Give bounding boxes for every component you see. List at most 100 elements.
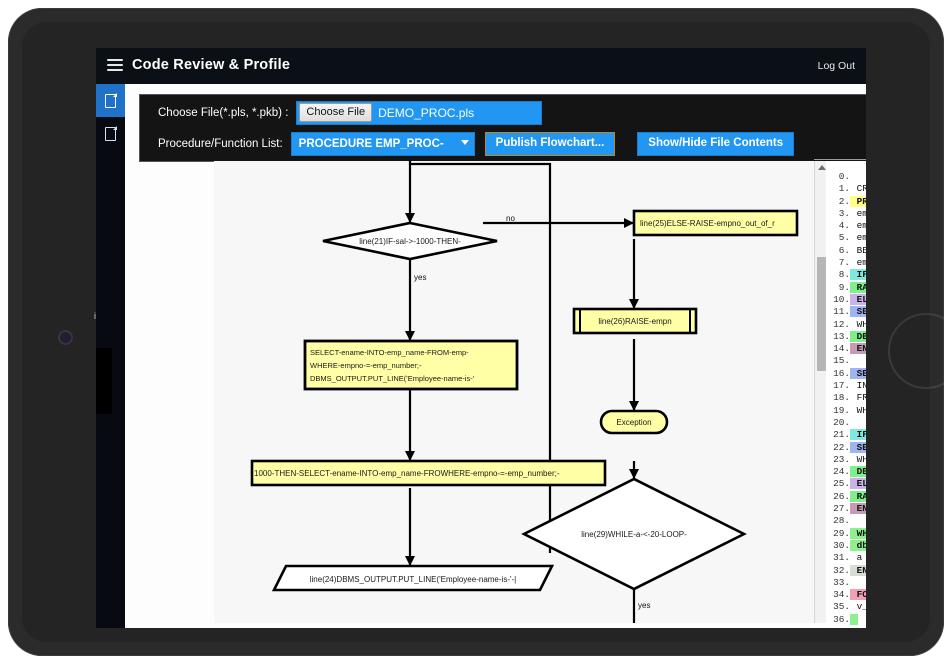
flowchart-node-select-block[interactable]: SELECT-ename-INTO-emp_name-FROM-emp- WHE… bbox=[303, 339, 519, 391]
decision-if-label: line(21)IF-sal->-1000-THEN- bbox=[359, 237, 461, 246]
code-line: 36. bbox=[826, 613, 866, 626]
exception-label: Exception bbox=[616, 418, 651, 427]
flowchart-canvas[interactable]: line(21)IF-sal->-1000-THEN- no yes line(… bbox=[214, 161, 826, 623]
flowchart-node-exception[interactable]: Exception bbox=[599, 409, 669, 435]
code-line: 32. END LOOP; bbox=[826, 564, 866, 577]
flowchart-node-decision-if[interactable]: line(21)IF-sal->-1000-THEN- bbox=[322, 221, 498, 261]
flowchart-node-output[interactable]: line(24)DBMS_OUTPUT.PUT_LINE('Employee-n… bbox=[271, 564, 555, 592]
code-line-number: 20. bbox=[833, 416, 850, 428]
publish-flowchart-button[interactable]: Publish Flowchart... bbox=[484, 131, 616, 156]
code-line-number: 27. bbox=[833, 503, 850, 515]
code-line: 5. empno_out_of_r bbox=[826, 232, 866, 244]
tablet-screen: Code Review & Profile Log Out Choose Fil… bbox=[96, 48, 866, 628]
code-line: 14. END IF; bbox=[826, 343, 866, 355]
code-line-text: emp_number := bbox=[856, 257, 866, 269]
hamburger-menu-icon[interactable] bbox=[107, 59, 123, 72]
code-line-number: 12. bbox=[833, 318, 850, 330]
choose-file-button[interactable]: Choose File bbox=[299, 103, 373, 122]
scroll-up-arrow-icon[interactable] bbox=[818, 165, 826, 170]
code-line-number: 34. bbox=[833, 589, 850, 601]
code-line: 15. bbox=[826, 355, 866, 367]
code-viewer[interactable]: 0. 1. CREATE OR REPL2. PROCEDURE EMP_3. … bbox=[826, 161, 866, 628]
selected-file-name: DEMO_PROC.pls bbox=[378, 105, 475, 120]
rail-shadow bbox=[96, 348, 112, 414]
code-line-text: CREATE OR REPL bbox=[856, 183, 866, 195]
code-line: 21. IF sal > 1000 bbox=[826, 429, 866, 441]
scrollbar-thumb[interactable] bbox=[817, 257, 826, 371]
code-line-number: 26. bbox=[833, 490, 850, 502]
code-line-text: END IF; bbox=[850, 503, 866, 515]
code-line: 10. ELSE bbox=[826, 293, 866, 306]
code-line: 0. bbox=[826, 171, 866, 183]
code-line-number: 14. bbox=[833, 343, 850, 355]
code-line-number: 15. bbox=[833, 355, 850, 367]
code-line-number: 31. bbox=[833, 552, 850, 564]
code-line-text: INTO l_ename, bbox=[856, 380, 866, 392]
code-line-number: 29. bbox=[833, 527, 850, 539]
code-line-text: a := a + 1; bbox=[856, 552, 863, 564]
code-line: 13. DBMS_OUTPUT.P bbox=[826, 330, 866, 343]
flowchart-node-decision-while[interactable]: line(29)WHILE-a-<-20-LOOP- bbox=[521, 477, 747, 591]
code-line-number: 10. bbox=[833, 293, 850, 305]
power-button[interactable] bbox=[58, 330, 73, 345]
code-line-number: 2. bbox=[838, 195, 850, 207]
code-line-number: 9. bbox=[838, 281, 850, 293]
sidebar-rail bbox=[96, 84, 125, 628]
decision-while-label: line(29)WHILE-a-<-20-LOOP- bbox=[581, 530, 687, 539]
flowchart-arrowheads bbox=[405, 213, 639, 566]
raise-label: line(26)RAISE-empn bbox=[598, 317, 671, 326]
code-line-number: 16. bbox=[833, 367, 850, 379]
code-line: 16. SELECT ename, bbox=[826, 367, 866, 380]
code-line: 29. WHILE a < 20 bbox=[826, 527, 866, 540]
code-line-text bbox=[850, 613, 858, 625]
code-line-number: 22. bbox=[833, 441, 850, 453]
page-title: Code Review & Profile bbox=[132, 57, 291, 73]
code-line-text: DBMS_OUTPUT.P bbox=[850, 330, 866, 342]
code-line-text: END LOOP; bbox=[850, 564, 866, 576]
sidebar-item-file-1[interactable] bbox=[96, 84, 125, 117]
flowchart-node-else-raise[interactable]: line(25)ELSE-RAISE-empno_out_of_r bbox=[632, 209, 799, 237]
code-line-number: 19. bbox=[833, 404, 850, 416]
code-line: 31. a := a + 1; bbox=[826, 552, 866, 564]
code-line: 22. SELECT ename bbox=[826, 441, 866, 454]
wide-box-label: 1000-THEN-SELECT-ename-INTO-emp_name-FRO… bbox=[254, 469, 560, 478]
code-line-number: 4. bbox=[838, 220, 850, 232]
document-icon bbox=[105, 126, 117, 141]
code-line: 34. FOR i IN 1..v bbox=[826, 589, 866, 601]
home-button[interactable] bbox=[888, 313, 952, 389]
code-line: 1. CREATE OR REPL bbox=[826, 183, 866, 195]
code-line: 7. emp_number := bbox=[826, 257, 866, 269]
code-line: 26. RAISE empno_o bbox=[826, 490, 866, 503]
choose-file-label: Choose File(*.pls, *.pkb) : bbox=[158, 106, 289, 119]
sidebar-item-file-2[interactable] bbox=[96, 117, 125, 150]
flowchart-node-raise[interactable]: line(26)RAISE-empn bbox=[572, 307, 698, 335]
select-block-line1: SELECT-ename-INTO-emp_name-FROM-emp- bbox=[310, 348, 469, 357]
code-line-number: 25. bbox=[833, 478, 850, 490]
show-hide-file-contents-button[interactable]: Show/Hide File Contents bbox=[637, 131, 795, 156]
code-line-text bbox=[850, 355, 858, 366]
procedure-select-value: PROCEDURE EMP_PROC- bbox=[298, 137, 444, 150]
code-line: 17. INTO l_ename, bbox=[826, 380, 866, 392]
code-line: 4. emp_number INT bbox=[826, 220, 866, 232]
code-line: 11. SELECT ename bbox=[826, 306, 866, 318]
code-line-number: 5. bbox=[838, 232, 850, 244]
edge-label-no: no bbox=[506, 214, 515, 223]
code-line-number: 1. bbox=[838, 183, 850, 195]
file-input[interactable]: Choose File DEMO_PROC.pls bbox=[296, 100, 543, 125]
code-line-text: RAISE empno_o bbox=[850, 490, 866, 502]
code-line-text: WHERE sal>100 bbox=[856, 404, 866, 416]
procedure-select[interactable]: PROCEDURE EMP_PROC- bbox=[290, 131, 475, 156]
code-line-text: ELSE bbox=[850, 478, 866, 490]
code-line-text: ELSE bbox=[850, 293, 866, 305]
code-line-text: RAISE empno_ou bbox=[850, 281, 866, 293]
code-line-number: 30. bbox=[833, 539, 850, 551]
code-scrollbar[interactable] bbox=[814, 161, 828, 623]
code-line-text: v_num:=v_num+ bbox=[856, 601, 866, 613]
logout-link[interactable]: Log Out bbox=[817, 60, 855, 72]
code-line-text bbox=[850, 417, 858, 428]
app-header: Code Review & Profile Log Out bbox=[96, 48, 866, 84]
code-line-number: 0. bbox=[838, 171, 850, 182]
code-line-text: DBMS_OUTPUT.P bbox=[850, 466, 866, 478]
code-line-text: emp_name VARCH bbox=[856, 207, 866, 219]
flowchart-node-wide-box[interactable]: 1000-THEN-SELECT-ename-INTO-emp_name-FRO… bbox=[250, 459, 607, 487]
